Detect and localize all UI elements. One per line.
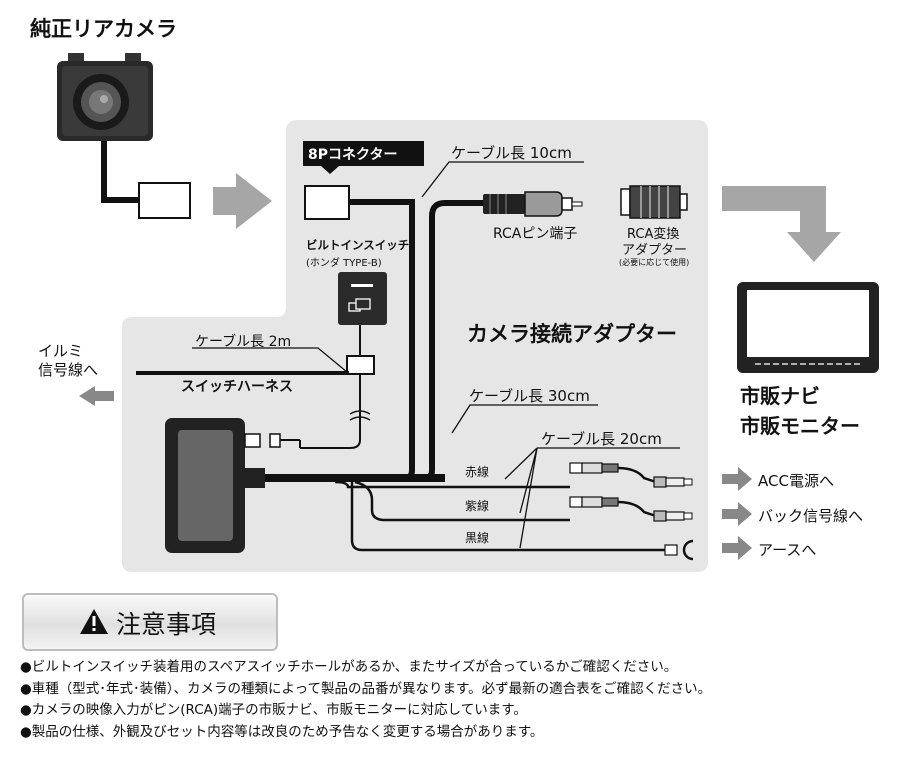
red-wire-label: 赤線 bbox=[465, 465, 490, 479]
adapter-title: カメラ接続アダプター bbox=[467, 322, 677, 346]
rear-camera-icon bbox=[57, 53, 153, 141]
switch-connector bbox=[346, 355, 375, 375]
purple-wire bbox=[354, 480, 570, 522]
switch-harness-label: スイッチハーネス bbox=[181, 379, 293, 395]
warning-icon bbox=[80, 609, 108, 634]
black-wire bbox=[350, 482, 670, 552]
monitor-icon bbox=[737, 282, 879, 373]
cable-length-30cm-label: ケーブル長 30cm bbox=[469, 387, 590, 405]
rca-adapter-line1: RCA変換 bbox=[627, 227, 680, 242]
cable-rca bbox=[429, 200, 486, 470]
illumi-line1: イルミ bbox=[38, 342, 84, 360]
purple-wire-label: 紫線 bbox=[465, 499, 490, 513]
cable-length-10cm-label: ケーブル長 10cm bbox=[451, 144, 572, 162]
arrow-camera-to-adapter bbox=[213, 173, 272, 229]
rca-pin-label: RCAピン端子 bbox=[493, 226, 578, 242]
monitor-line1: 市販ナビ bbox=[740, 384, 820, 408]
leader-10cm bbox=[421, 161, 584, 198]
leader-30cm bbox=[451, 404, 598, 434]
caution-item: ●ビルトインスイッチ装着用のスペアスイッチホールがあるか、またサイズが合っている… bbox=[20, 659, 678, 675]
caution-list: ●ビルトインスイッチ装着用のスペアスイッチホールがあるか、またサイズが合っている… bbox=[20, 657, 711, 743]
ground-terminal-icon bbox=[664, 539, 694, 561]
builtin-switch-title: ビルトインスイッチ bbox=[306, 238, 410, 252]
back-signal-label: バック信号線へ bbox=[758, 507, 864, 525]
cable-length-2m-label: ケーブル長 2m bbox=[195, 334, 292, 350]
red-wire-terminal bbox=[569, 462, 693, 488]
adapter-unit bbox=[165, 418, 265, 553]
black-wire-label: 黒線 bbox=[465, 531, 490, 545]
illumi-line2: 信号線へ bbox=[38, 361, 99, 379]
arrow-acc bbox=[722, 467, 752, 491]
8p-connector bbox=[304, 185, 350, 220]
caution-item: ●製品の仕様、外観及びセット内容等は改良のため予告なく変更する場合があります。 bbox=[20, 723, 544, 740]
caution-header: 注意事項 bbox=[22, 593, 278, 651]
purple-wire-terminal bbox=[569, 496, 693, 522]
arrow-back bbox=[722, 502, 752, 526]
ground-label: アースへ bbox=[758, 541, 817, 559]
8p-connector-label: 8Pコネクター bbox=[308, 147, 398, 163]
rca-pin-terminal bbox=[483, 191, 583, 217]
8p-connector-label-bg bbox=[303, 141, 424, 174]
leader-2m bbox=[192, 347, 348, 373]
camera-connector bbox=[138, 182, 191, 219]
builtin-switch-icon bbox=[338, 272, 387, 325]
camera-title: 純正リアカメラ bbox=[30, 17, 177, 41]
leader-20cm bbox=[504, 447, 680, 549]
arrow-ground bbox=[722, 536, 752, 560]
builtin-switch-subtitle: (ホンダ TYPE-B) bbox=[306, 258, 382, 269]
unit-side-connector bbox=[244, 433, 261, 448]
arrow-to-illumi bbox=[79, 386, 114, 406]
caution-item: ●車種（型式･年式･装備）、カメラの種類によって製品の品番が異なります。必ず最新… bbox=[20, 680, 712, 697]
caution-item: ●カメラの映像入力がピン(RCA)端子の市販ナビ、市販モニターに対応しています。 bbox=[20, 702, 527, 718]
rca-adapter-line2: アダプター bbox=[622, 243, 688, 258]
rca-conversion-adapter bbox=[620, 185, 688, 219]
red-wire bbox=[334, 480, 570, 489]
cable-length-20cm-label: ケーブル長 20cm bbox=[541, 430, 662, 448]
arrow-adapter-to-monitor bbox=[722, 186, 841, 262]
cable-8p bbox=[349, 199, 415, 470]
monitor-line2: 市販モニター bbox=[740, 414, 860, 438]
caution-title: 注意事項 bbox=[116, 610, 217, 639]
acc-label: ACC電源へ bbox=[758, 472, 834, 490]
camera-cable bbox=[101, 141, 140, 203]
rca-adapter-note: (必要に応じて使用) bbox=[619, 258, 690, 267]
